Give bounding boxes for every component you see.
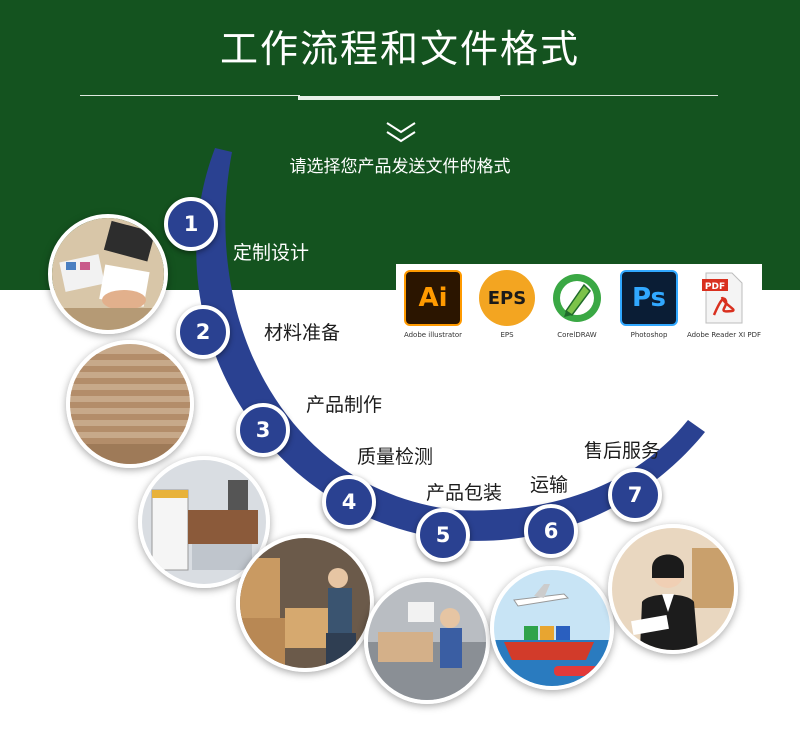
step-4-label: 质量检测 (357, 446, 434, 468)
step-1-label: 定制设计 (233, 242, 310, 264)
step-4-badge: 4 (322, 475, 376, 529)
step-3-badge: 3 (236, 403, 290, 457)
step-5-badge: 5 (416, 508, 470, 562)
step-3-label: 产品制作 (306, 394, 383, 416)
format-eps: EPS EPS (472, 270, 542, 339)
coreldraw-icon (548, 270, 606, 326)
step-2-badge: 2 (176, 305, 230, 359)
step-7-label: 售后服务 (584, 440, 661, 462)
step-2-label: 材料准备 (264, 322, 341, 344)
photo-production-machine (138, 456, 270, 588)
step-1-badge: 1 (164, 197, 218, 251)
file-format-panel: Ai Adobe illustrator EPS EPS CorelDRAW (396, 264, 762, 348)
photo-packing-boxes (236, 534, 374, 672)
photo-cardboard-stack (66, 340, 194, 468)
title-divider-right (500, 95, 718, 96)
page-subtitle: 请选择您产品发送文件的格式 (289, 157, 511, 177)
svg-text:PDF: PDF (705, 282, 725, 292)
photoshop-icon: Ps (620, 270, 678, 326)
step-6-label: 运输 (530, 474, 569, 496)
photo-customer-service (608, 524, 738, 654)
format-illustrator: Ai Adobe illustrator (398, 270, 468, 339)
pdf-icon: PDF (695, 270, 753, 326)
double-chevron-down-icon (386, 122, 416, 143)
format-pdf: PDF Adobe Reader XI PDF (686, 270, 762, 339)
page-title: 工作流程和文件格式 (219, 27, 580, 71)
format-coreldraw: CorelDRAW (542, 270, 612, 339)
step-7-badge: 7 (608, 468, 662, 522)
step-5-label: 产品包装 (426, 482, 503, 504)
photo-design-desk (48, 214, 168, 334)
photo-quality-inspection (364, 578, 490, 704)
photo-transport (490, 566, 614, 690)
title-divider-left (80, 95, 300, 96)
step-6-badge: 6 (524, 504, 578, 558)
title-divider-accent (298, 96, 500, 100)
illustrator-icon: Ai (404, 270, 462, 326)
format-photoshop: Ps Photoshop (614, 270, 684, 339)
eps-icon: EPS (479, 270, 535, 326)
